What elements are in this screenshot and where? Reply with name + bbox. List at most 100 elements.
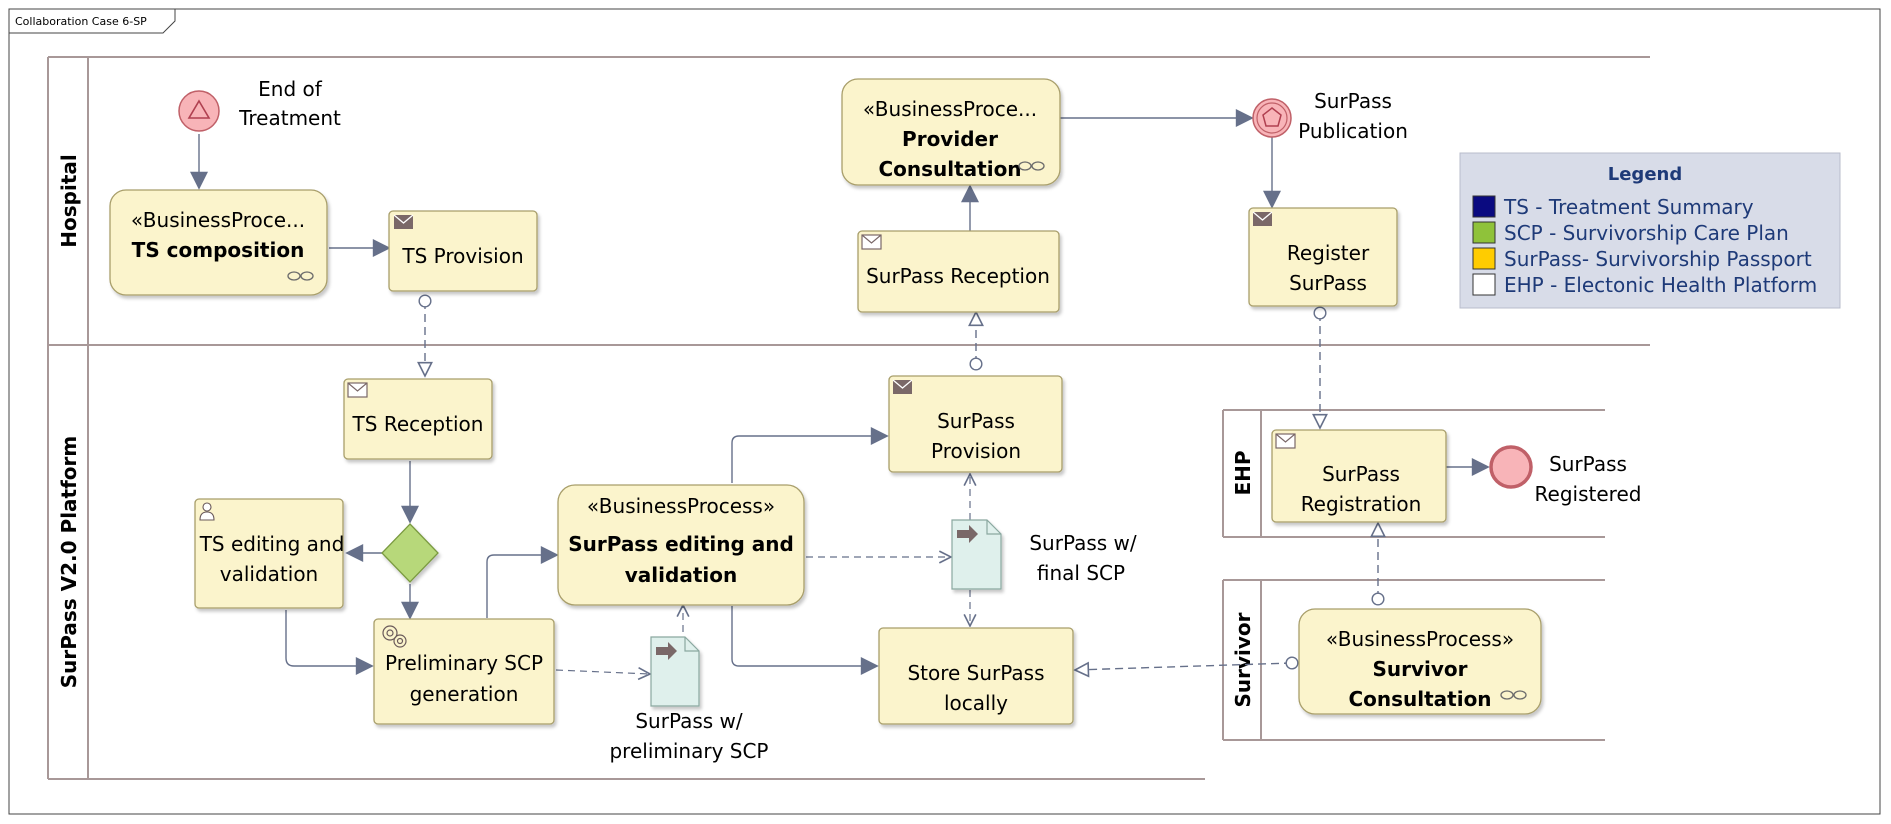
task-stereotype: «BusinessProce... bbox=[863, 97, 1037, 121]
subprocess-marker-icon bbox=[1018, 161, 1045, 171]
flow-preliminary-to-surpass-editing bbox=[486, 546, 559, 618]
pool-platform: SurPass V2.0 Platform bbox=[47, 345, 1205, 780]
event-surpass-publication[interactable]: SurPass Publication bbox=[1252, 89, 1408, 143]
event-label-line1: End of bbox=[258, 77, 323, 101]
data-label-line1: SurPass w/ bbox=[1029, 531, 1137, 555]
legend-swatch bbox=[1472, 221, 1496, 244]
send-message-icon bbox=[393, 214, 414, 229]
task-title-line2: validation bbox=[625, 563, 737, 587]
task-ts-reception[interactable]: TS Reception bbox=[343, 378, 493, 460]
task-surpass-reception[interactable]: SurPass Reception bbox=[857, 230, 1060, 313]
event-label-line1: SurPass bbox=[1314, 89, 1392, 113]
frame-tab bbox=[8, 8, 176, 34]
pentagon-icon bbox=[1262, 107, 1282, 127]
legend: Legend TS - Treatment Summary SCP - Surv… bbox=[1459, 152, 1841, 309]
task-title-line1: SurPass bbox=[937, 409, 1015, 433]
legend-item-scp: SCP - Survivorship Care Plan bbox=[1472, 221, 1789, 245]
receive-message-icon bbox=[347, 382, 368, 398]
legend-label: SurPass- Survivorship Passport bbox=[1504, 247, 1812, 271]
task-title-line1: TS editing and bbox=[199, 532, 345, 556]
service-task-gear-icon bbox=[382, 625, 407, 648]
data-label-line2: final SCP bbox=[1037, 561, 1125, 585]
task-title: TS composition bbox=[132, 238, 305, 262]
data-associations bbox=[555, 474, 970, 674]
data-object-preliminary-scp[interactable]: SurPass w/ preliminary SCP bbox=[609, 636, 769, 763]
task-title-line1: SurPass editing and bbox=[568, 532, 794, 556]
pool-ehp: EHP bbox=[1222, 409, 1605, 538]
task-ts-composition[interactable]: «BusinessProce... TS composition bbox=[109, 189, 328, 296]
task-title-line2: Consultation bbox=[878, 157, 1021, 181]
task-ts-editing[interactable]: TS editing and validation bbox=[194, 498, 345, 609]
pool-label-ehp: EHP bbox=[1231, 450, 1255, 495]
assoc-preliminary-to-data bbox=[555, 670, 650, 674]
task-title-line2: Provision bbox=[931, 439, 1021, 463]
legend-swatch bbox=[1472, 247, 1496, 270]
legend-swatch bbox=[1472, 195, 1496, 218]
flow-editing-to-store-locally bbox=[731, 606, 879, 675]
receive-message-icon bbox=[1275, 433, 1296, 449]
task-title-line2: Consultation bbox=[1348, 687, 1491, 711]
legend-item-ts: TS - Treatment Summary bbox=[1472, 195, 1754, 219]
task-title-line1: SurPass bbox=[1322, 462, 1400, 486]
task-title-line1: Store SurPass bbox=[907, 661, 1044, 685]
task-store-surpass-locally[interactable]: Store SurPass locally bbox=[878, 627, 1074, 725]
msg-survivor-to-store bbox=[1075, 663, 1292, 670]
task-title-line1: Provider bbox=[902, 127, 998, 151]
task-stereotype: «BusinessProcess» bbox=[1326, 627, 1514, 651]
task-title: SurPass Reception bbox=[866, 264, 1050, 288]
pool-label-platform: SurPass V2.0 Platform bbox=[57, 436, 81, 688]
pool-label-survivor: Survivor bbox=[1231, 612, 1255, 707]
legend-item-ehp: EHP - Electonic Health Platform bbox=[1472, 273, 1817, 297]
task-title-line2: validation bbox=[220, 562, 318, 586]
task-survivor-consultation[interactable]: «BusinessProcess» Survivor Consultation bbox=[1298, 608, 1542, 715]
pool-hospital: Hospital bbox=[47, 56, 1650, 346]
event-end-of-treatment[interactable]: End of Treatment bbox=[178, 77, 341, 132]
task-ts-provision[interactable]: TS Provision bbox=[388, 210, 538, 292]
data-label-line2: preliminary SCP bbox=[609, 739, 768, 763]
task-surpass-editing[interactable]: «BusinessProcess» SurPass editing and va… bbox=[557, 484, 805, 606]
legend-label: EHP - Electonic Health Platform bbox=[1504, 273, 1817, 297]
legend-swatch bbox=[1472, 273, 1496, 296]
event-label-line2: Treatment bbox=[238, 106, 341, 130]
message-flows bbox=[425, 301, 1378, 670]
receive-message-icon bbox=[861, 234, 882, 250]
task-title-line2: SurPass bbox=[1289, 271, 1367, 295]
task-surpass-registration[interactable]: SurPass Registration bbox=[1271, 429, 1447, 523]
task-title-line1: Preliminary SCP bbox=[385, 651, 543, 675]
subprocess-marker-icon bbox=[287, 271, 314, 281]
subprocess-marker-icon bbox=[1500, 690, 1527, 700]
task-title-line2: Registration bbox=[1301, 492, 1422, 516]
user-task-icon bbox=[199, 502, 215, 521]
legend-label: TS - Treatment Summary bbox=[1503, 195, 1754, 219]
data-object-final-scp[interactable]: SurPass w/ final SCP bbox=[951, 519, 1137, 590]
event-label-line2: Publication bbox=[1298, 119, 1408, 143]
send-message-icon bbox=[1252, 211, 1273, 226]
legend-label: SCP - Survivorship Care Plan bbox=[1504, 221, 1789, 245]
event-label-line2: Registered bbox=[1535, 482, 1642, 506]
flow-ts-editing-to-preliminary bbox=[285, 610, 374, 675]
task-stereotype: «BusinessProcess» bbox=[587, 494, 775, 518]
task-title: TS Reception bbox=[352, 412, 484, 436]
task-stereotype: «BusinessProce... bbox=[131, 208, 305, 232]
event-surpass-registered[interactable]: SurPass Registered bbox=[1489, 445, 1642, 506]
legend-item-surpass: SurPass- Survivorship Passport bbox=[1472, 247, 1812, 271]
task-register-surpass[interactable]: Register SurPass bbox=[1248, 207, 1398, 307]
task-provider-consultation[interactable]: «BusinessProce... Provider Consultation bbox=[841, 78, 1061, 186]
signal-triangle-icon bbox=[187, 99, 211, 119]
send-message-icon bbox=[892, 379, 913, 394]
event-label-line1: SurPass bbox=[1549, 452, 1627, 476]
output-arrow-icon bbox=[656, 642, 677, 660]
task-preliminary-scp[interactable]: Preliminary SCP generation bbox=[373, 618, 555, 725]
data-label-line1: SurPass w/ bbox=[635, 709, 743, 733]
legend-title: Legend bbox=[1608, 164, 1682, 185]
task-surpass-provision[interactable]: SurPass Provision bbox=[888, 375, 1063, 473]
task-title-line2: generation bbox=[410, 682, 519, 706]
frame-title: Collaboration Case 6-SP bbox=[15, 15, 147, 28]
task-title-line1: Survivor bbox=[1372, 657, 1467, 681]
task-title: TS Provision bbox=[401, 244, 523, 268]
exclusive-gateway[interactable] bbox=[381, 523, 439, 583]
task-title-line2: locally bbox=[944, 691, 1008, 715]
sequence-flows bbox=[190, 109, 1490, 675]
flow-editing-to-surpass-provision bbox=[731, 427, 889, 483]
